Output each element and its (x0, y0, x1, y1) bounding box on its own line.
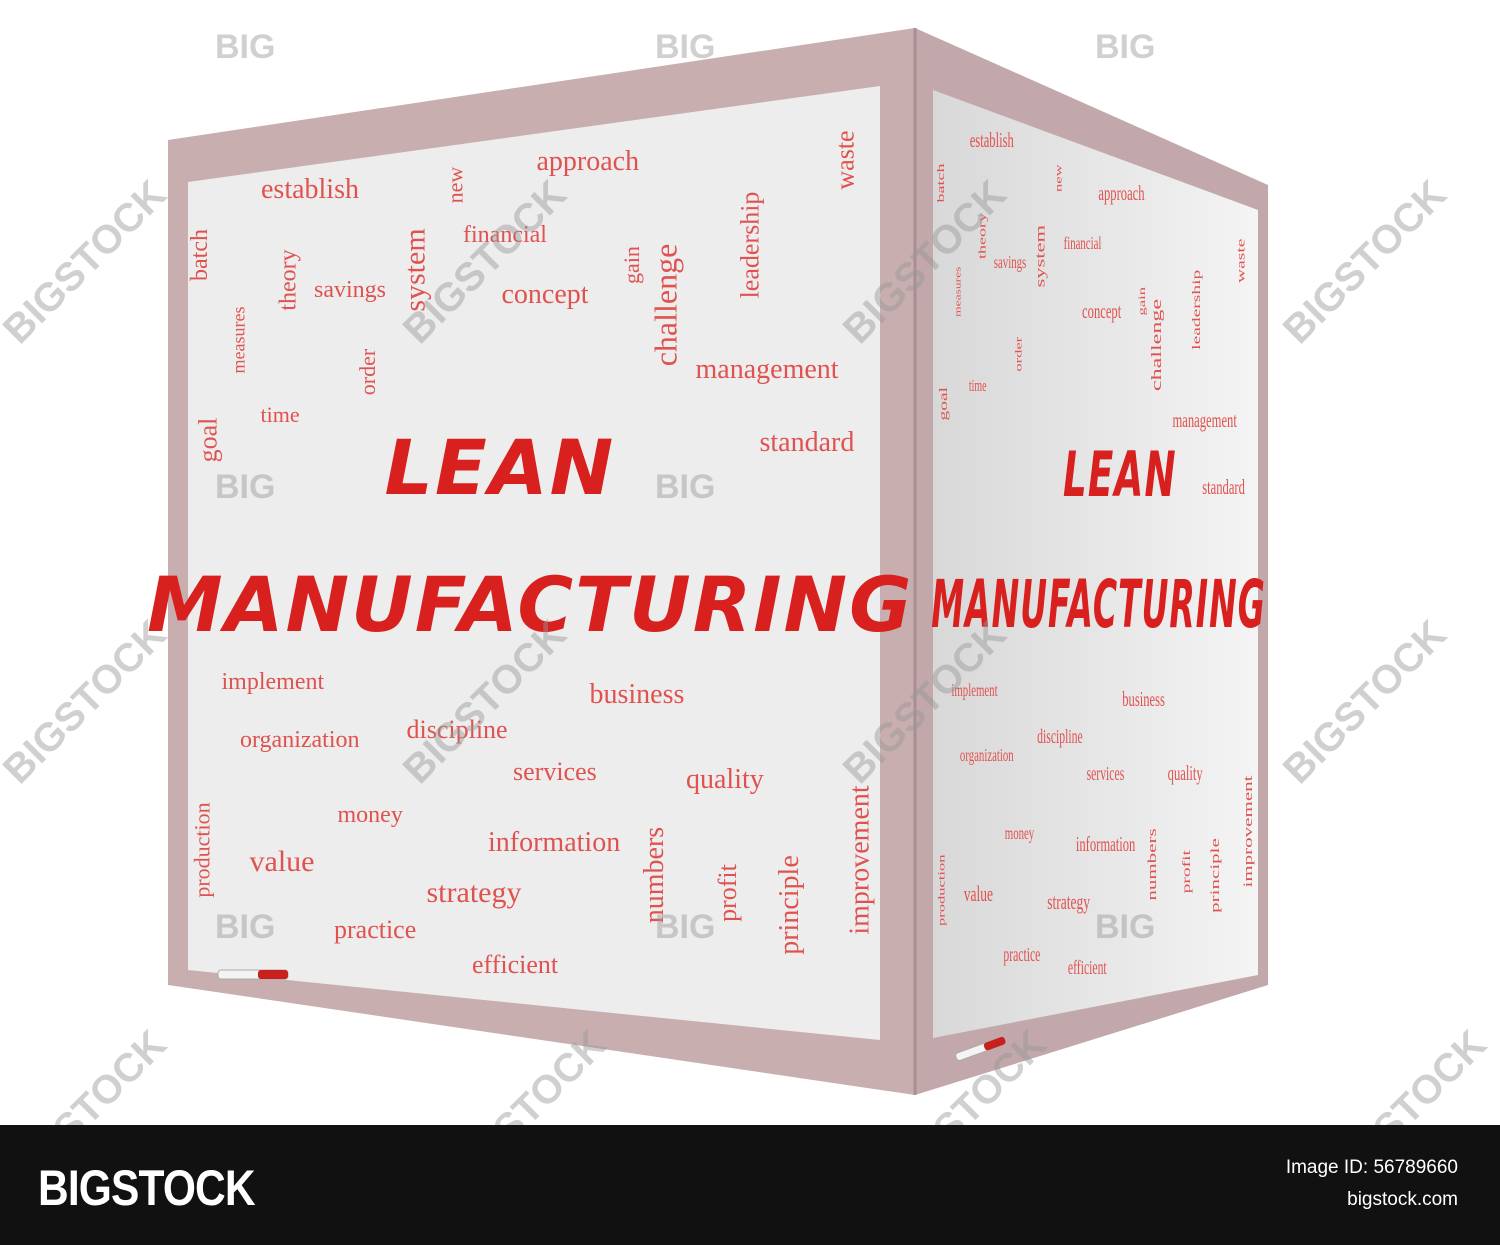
watermark-big: BIG (1095, 28, 1156, 66)
word-approach-front: approach (536, 146, 640, 177)
word-principle-side: principle (1207, 838, 1222, 914)
word-establish-side: establish (969, 128, 1014, 153)
word-establish-front: establish (261, 174, 359, 205)
word-batch-front: batch (186, 229, 213, 281)
word-value-front: value (249, 845, 315, 878)
word-improvement-side: improvement (1240, 775, 1255, 888)
word-theory-front: theory (275, 249, 302, 311)
word-system-side: system (1032, 224, 1048, 288)
word-money-front: money (337, 802, 403, 828)
word-savings-front: savings (314, 277, 386, 303)
word-organization-side: organization (960, 745, 1014, 766)
word-new-side: new (1052, 164, 1065, 193)
word-new-front: new (441, 166, 467, 204)
title-manufacturing-front: MANUFACTURING (147, 560, 914, 649)
footer-bar: BIGSTOCK Image ID: 56789660 bigstock.com (0, 1125, 1500, 1245)
word-profit-side: profit (1179, 850, 1193, 894)
word-implement-side: implement (951, 680, 998, 701)
word-discipline-front: discipline (406, 715, 508, 744)
word-value-side: value (963, 880, 994, 906)
bigstock-logo: BIGSTOCK (38, 1160, 256, 1216)
word-gain-side: gain (1135, 287, 1148, 316)
word-efficient-side: efficient (1067, 957, 1107, 979)
word-order-front: order (355, 348, 381, 396)
right-board (933, 90, 1258, 1038)
word-services-side: services (1086, 764, 1125, 786)
word-waste-front: waste (830, 130, 860, 190)
word-profit-front: profit (712, 864, 742, 922)
watermark-big: BIG (655, 908, 716, 946)
title-manufacturing-side: MANUFACTURING (930, 566, 1266, 643)
word-time-front: time (260, 402, 300, 427)
word-quality-front: quality (686, 764, 764, 795)
word-practice-side: practice (1003, 944, 1041, 966)
word-approach-side: approach (1098, 181, 1145, 206)
word-business-side: business (1122, 687, 1166, 712)
word-management-side: management (1172, 407, 1237, 432)
word-waste-side: waste (1234, 238, 1248, 283)
word-strategy-side: strategy (1046, 889, 1090, 915)
word-financial-side: financial (1063, 232, 1102, 253)
word-business-front: business (589, 679, 685, 710)
word-standard-front: standard (759, 427, 855, 458)
word-practice-front: practice (334, 915, 417, 944)
word-measures-side: measures (953, 267, 963, 318)
front-board (188, 86, 880, 1040)
word-management-front: management (695, 354, 839, 385)
word-goal-front: goal (192, 417, 222, 463)
word-order-side: order (1012, 337, 1024, 372)
word-implement-front: implement (221, 669, 325, 695)
word-time-side: time (969, 376, 987, 396)
watermark-big: BIG (215, 908, 276, 946)
cube-frame (168, 28, 1268, 1095)
site-link[interactable]: bigstock.com (1347, 1189, 1458, 1210)
word-goal-side: goal (937, 387, 951, 421)
word-principle-front: principle (773, 855, 805, 955)
word-quality-side: quality (1167, 761, 1203, 786)
word-money-side: money (1004, 822, 1035, 843)
word-gain-front: gain (618, 246, 644, 284)
image-id: Image ID: 56789660 (1285, 1157, 1458, 1178)
watermark-big: BIG (215, 28, 276, 66)
word-challenge-front: challenge (646, 243, 683, 367)
word-leadership-front: leadership (734, 191, 764, 299)
whiteboard-cube: establish establish approach approach batch b… (0, 28, 1495, 1202)
watermark-big: BIG (655, 468, 716, 506)
title-lean-front: LEAN (384, 423, 616, 512)
watermark-big: BIG (655, 28, 716, 66)
word-services-front: services (513, 757, 597, 786)
word-efficient-front: efficient (472, 950, 559, 979)
word-production-side: production (935, 854, 947, 926)
word-leadership-side: leadership (1190, 269, 1203, 350)
word-concept-front: concept (501, 279, 589, 310)
word-information-side: information (1075, 831, 1136, 856)
word-measures-front: measures (227, 306, 248, 374)
word-savings-side: savings (994, 251, 1027, 272)
word-organization-front: organization (240, 727, 360, 753)
word-discipline-side: discipline (1037, 726, 1083, 748)
word-improvement-front: improvement (844, 785, 876, 935)
title-lean-side: LEAN (1062, 438, 1177, 511)
word-challenge-side: challenge (1149, 299, 1165, 392)
watermark-big: BIG (215, 468, 276, 506)
watermark-big: BIG (1095, 908, 1156, 946)
word-information-front: information (488, 827, 621, 858)
word-numbers-side: numbers (1144, 827, 1160, 901)
word-batch-side: batch (934, 163, 947, 203)
word-financial-front: financial (463, 222, 547, 248)
word-concept-side: concept (1081, 298, 1121, 323)
word-strategy-front: strategy (426, 876, 522, 909)
word-standard-side: standard (1201, 475, 1245, 500)
word-production-front: production (189, 802, 215, 898)
